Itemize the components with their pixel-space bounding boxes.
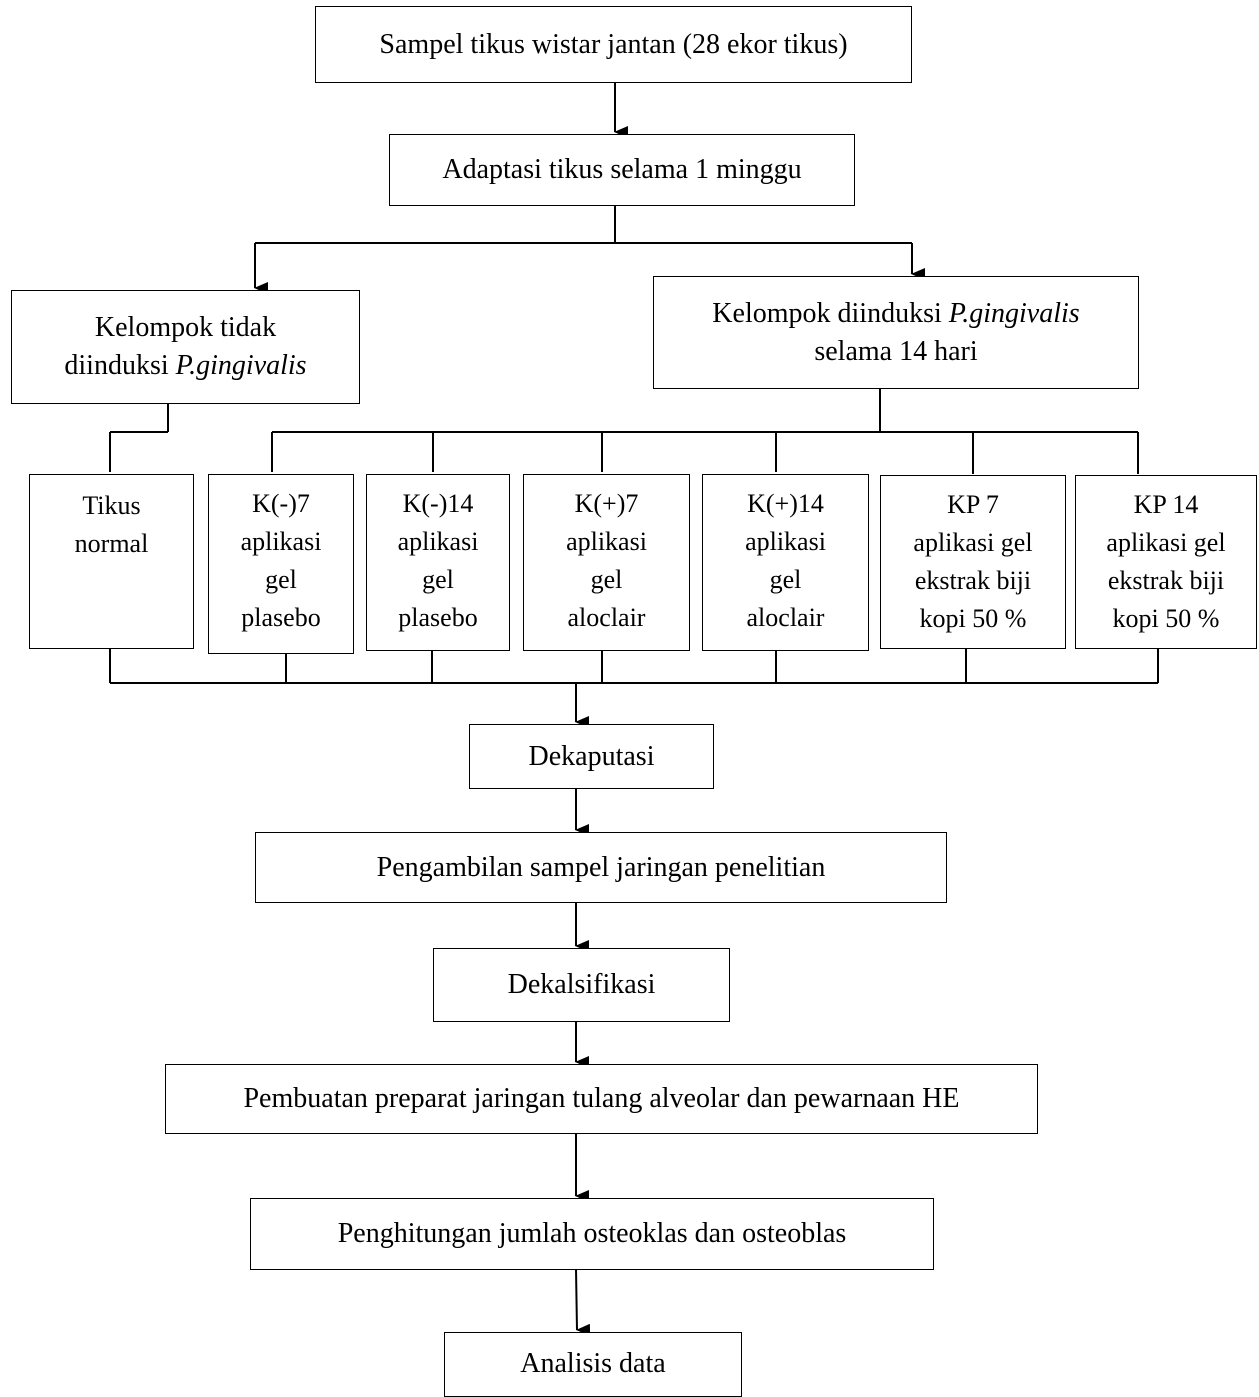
- node-counting-label: Penghitungan jumlah osteoklas dan osteob…: [337, 1218, 847, 1249]
- group-k-pos-7-line: gel: [590, 565, 623, 594]
- node-group-k-pos-7: K(+)7 aplikasi gel aloclair: [523, 474, 690, 651]
- group-k-pos-14-line: gel: [769, 565, 802, 594]
- group-k-neg-7-line: plasebo: [241, 603, 321, 632]
- group-kp-7-line: aplikasi gel: [913, 528, 1033, 557]
- node-preparation: Pembuatan preparat jaringan tulang alveo…: [165, 1064, 1038, 1134]
- group-kp-14-line: ekstrak biji: [1107, 566, 1225, 595]
- node-adaptation-label: Adaptasi tikus selama 1 minggu: [442, 154, 802, 185]
- group-kp-7-line: ekstrak biji: [914, 566, 1032, 595]
- node-induced: Kelompok diinduksi P.gingivalis selama 1…: [653, 276, 1139, 389]
- node-not-induced-line1: Kelompok tidak: [94, 312, 277, 343]
- node-analysis-label: Analisis data: [520, 1348, 666, 1379]
- group-k-pos-7-line: K(+)7: [574, 489, 639, 518]
- node-preparation-label: Pembuatan preparat jaringan tulang alveo…: [243, 1083, 960, 1114]
- node-group-kp-14: KP 14 aplikasi gel ekstrak biji kopi 50 …: [1075, 475, 1257, 649]
- group-normal-line: normal: [74, 529, 149, 558]
- node-sample-label: Sampel tikus wistar jantan (28 ekor tiku…: [379, 28, 848, 60]
- node-counting: Penghitungan jumlah osteoklas dan osteob…: [250, 1198, 934, 1270]
- node-decalcification-label: Dekalsifikasi: [507, 969, 656, 1000]
- group-kp-14-line: aplikasi gel: [1106, 528, 1226, 557]
- group-k-neg-14-line: aplikasi: [397, 527, 479, 556]
- node-adaptation: Adaptasi tikus selama 1 minggu: [389, 134, 855, 206]
- group-k-pos-14-line: aplikasi: [745, 527, 826, 556]
- node-tissue-sampling: Pengambilan sampel jaringan penelitian: [255, 832, 947, 903]
- node-group-k-neg-14: K(-)14 aplikasi gel plasebo: [366, 474, 510, 651]
- group-k-pos-14-line: aloclair: [746, 603, 825, 632]
- group-k-neg-14-line: plasebo: [398, 603, 478, 632]
- node-decalcification: Dekalsifikasi: [433, 948, 730, 1022]
- node-analysis: Analisis data: [444, 1332, 742, 1397]
- group-k-neg-7-line: aplikasi: [240, 527, 322, 556]
- group-kp-7-line: kopi 50 %: [919, 604, 1027, 633]
- node-group-k-neg-7: K(-)7 aplikasi gel plasebo: [208, 474, 354, 654]
- node-induced-line2: selama 14 hari: [814, 335, 978, 367]
- group-k-pos-14-line: K(+)14: [747, 489, 824, 518]
- arrow-to-analysis: [575, 1268, 591, 1336]
- group-kp-7-line: KP 7: [947, 490, 999, 519]
- group-k-neg-7-line: K(-)7: [252, 489, 310, 518]
- node-sample: Sampel tikus wistar jantan (28 ekor tiku…: [315, 6, 912, 83]
- node-not-induced-species: P.gingivalis: [175, 350, 307, 381]
- node-group-k-pos-14: K(+)14 aplikasi gel aloclair: [702, 474, 869, 651]
- group-k-neg-14-line: gel: [422, 565, 454, 594]
- node-group-normal: Tikus normal: [29, 474, 194, 649]
- node-tissue-sampling-label: Pengambilan sampel jaringan penelitian: [376, 851, 826, 883]
- group-k-neg-14-line: K(-)14: [402, 489, 474, 518]
- node-decapitation-label: Dekaputasi: [528, 740, 655, 772]
- node-induced-prefix: Kelompok diinduksi: [712, 297, 949, 329]
- group-kp-14-line: kopi 50 %: [1112, 604, 1220, 633]
- group-k-pos-7-line: aloclair: [567, 603, 646, 632]
- group-k-pos-7-line: aplikasi: [566, 527, 647, 556]
- node-not-induced: Kelompok tidak diinduksi P.gingivalis: [11, 290, 360, 404]
- group-normal-line: Tikus: [82, 491, 141, 520]
- node-decapitation: Dekaputasi: [469, 724, 714, 789]
- node-group-kp-7: KP 7 aplikasi gel ekstrak biji kopi 50 %: [880, 475, 1066, 649]
- group-k-neg-7-line: gel: [265, 565, 297, 594]
- node-induced-species: P.gingivalis: [948, 297, 1080, 329]
- group-kp-14-line: KP 14: [1133, 490, 1199, 519]
- node-not-induced-prefix: diinduksi: [64, 350, 176, 381]
